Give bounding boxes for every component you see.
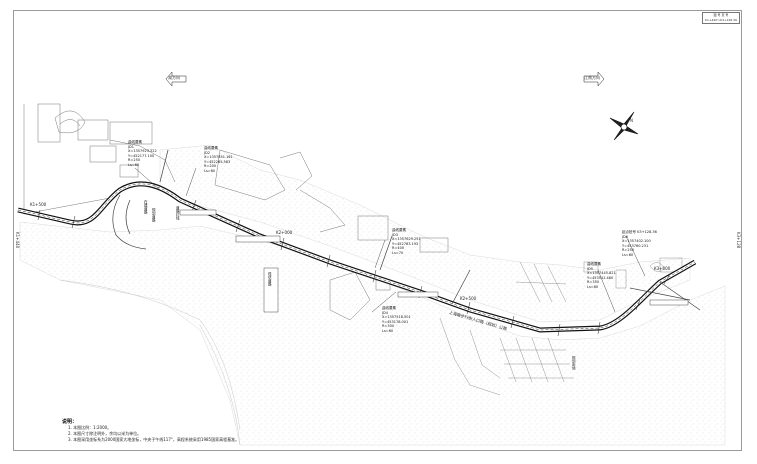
callout-line: Ls=60 <box>128 162 140 167</box>
station-label: K1+500 <box>30 202 47 207</box>
callout-line: Ls=60 <box>382 328 394 333</box>
callout-line: Y=452265.583 <box>204 159 231 164</box>
callout-line: X=1357445.821 <box>587 271 616 276</box>
callout-line: JD3 <box>392 232 398 237</box>
callout-line: JD2 <box>204 150 210 155</box>
callout-line: Y=452177.100 <box>128 153 155 158</box>
callout-line: R=350 <box>587 280 600 285</box>
blocks-southeast <box>439 317 574 396</box>
callout-line: JD1 <box>128 144 134 149</box>
side-roads <box>112 149 701 311</box>
label-under-construction-road: 在建道路 <box>144 200 149 214</box>
callout-line: Y=452783.193 <box>392 241 419 246</box>
callout-line: Y=453760.231 <box>622 243 649 248</box>
callout-line: JD4 <box>382 310 388 315</box>
label-existing-road: 现状道路 <box>268 272 273 286</box>
callout-line: X=1357629.251 <box>392 237 421 242</box>
note-item: 1. 本图比例：1:2000。 <box>68 425 112 430</box>
north-label: N <box>630 118 633 123</box>
curve-callout-jd6: 起点桩号 K3+128.36 JD6 X=1357402.100 Y=45376… <box>622 230 657 258</box>
notes-list: 1. 本图比例：1:2000。 2. 本图尺寸除注明外，余均以米为单位。 3. … <box>68 425 239 443</box>
leader-lines <box>134 167 646 313</box>
title-block-line1: 图 号 页 号 <box>713 13 729 17</box>
callout-line: JD6 <box>622 234 628 239</box>
road-centerline <box>17 181 697 333</box>
label-red-line: 道路红线 <box>176 206 181 220</box>
title-block-line2: K1+440～K3+128.36 <box>704 18 737 22</box>
callout-line: 起点桩号 K3+128.36 <box>622 230 657 234</box>
north-arrow <box>609 111 639 141</box>
buildings-northwest <box>23 103 176 215</box>
callout-line: JD5 <box>587 266 593 271</box>
station-label: K2+500 <box>460 296 477 301</box>
callout-line: X=1357923.322 <box>128 149 157 154</box>
curve-callout-jd2: 曲线要素 JD2 X=1357851.161 Y=452265.583 R=20… <box>204 146 233 174</box>
callout-line: X=1357518.501 <box>382 315 411 320</box>
curve-callout-jd5: 曲线要素 JD5 X=1357445.821 Y=453512.480 R=35… <box>587 262 616 290</box>
callout-line: Ls=60 <box>622 252 634 257</box>
label-boxes <box>179 209 689 313</box>
direction-label-right: 江南方向 <box>584 75 600 80</box>
callout-line: Ls=60 <box>587 284 599 289</box>
title-block: 图 号 页 号 K1+440～K3+128.36 <box>702 12 740 24</box>
callout-line: 曲线要素 <box>382 306 396 310</box>
station-label: K2+000 <box>276 230 293 235</box>
callout-line: Ls=60 <box>204 168 216 173</box>
callout-line: R=300 <box>382 324 395 329</box>
station-label: K3+000 <box>654 266 671 271</box>
callout-line: X=1357402.100 <box>622 239 651 244</box>
callout-line: Y=453178.001 <box>382 319 409 324</box>
note-item: 3. 本图采用坐标系为2000国家大地坐标，中央子午线117°，高程系统采用19… <box>68 437 240 442</box>
curve-callout-jd3: 曲线要素 JD3 X=1357629.251 Y=452783.193 R=40… <box>392 228 421 256</box>
callout-line: 曲线要素 <box>392 228 406 232</box>
curve-callout-jd1: 曲线要素 JD1 X=1357923.322 Y=452177.100 R=25… <box>128 140 157 168</box>
direction-label-left: 湖方向 <box>168 75 180 80</box>
label-planned-land: 规划用地 <box>572 356 577 370</box>
side-label-left: K1+440 <box>15 232 20 249</box>
blocks-northeast <box>515 257 683 303</box>
callout-line: X=1357851.161 <box>204 155 233 160</box>
callout-line: 曲线要素 <box>204 146 218 150</box>
callout-line: 曲线要素 <box>587 262 601 266</box>
curve-callout-jd4: 曲线要素 JD4 X=1357518.501 Y=453178.001 R=30… <box>382 306 411 334</box>
callout-line: 曲线要素 <box>128 140 142 144</box>
callout-line: R=250 <box>622 248 635 253</box>
callout-line: Y=453512.480 <box>587 275 614 280</box>
side-label-right: K3+128 <box>736 232 741 249</box>
label-planned-road: 规划道路 <box>152 208 157 222</box>
river-edges <box>59 279 241 446</box>
terrain-north <box>159 144 691 323</box>
callout-line: R=250 <box>128 158 141 163</box>
note-item: 2. 本图尺寸除注明外，余均以米为单位。 <box>68 431 142 436</box>
callout-line: R=200 <box>204 164 217 169</box>
terrain-south <box>19 221 726 446</box>
drawing-frame <box>13 10 742 451</box>
callout-line: R=400 <box>392 246 405 251</box>
notes-title: 说明： <box>62 419 78 425</box>
direction-arrows <box>165 71 605 87</box>
callout-line: Ls=70 <box>392 250 404 255</box>
